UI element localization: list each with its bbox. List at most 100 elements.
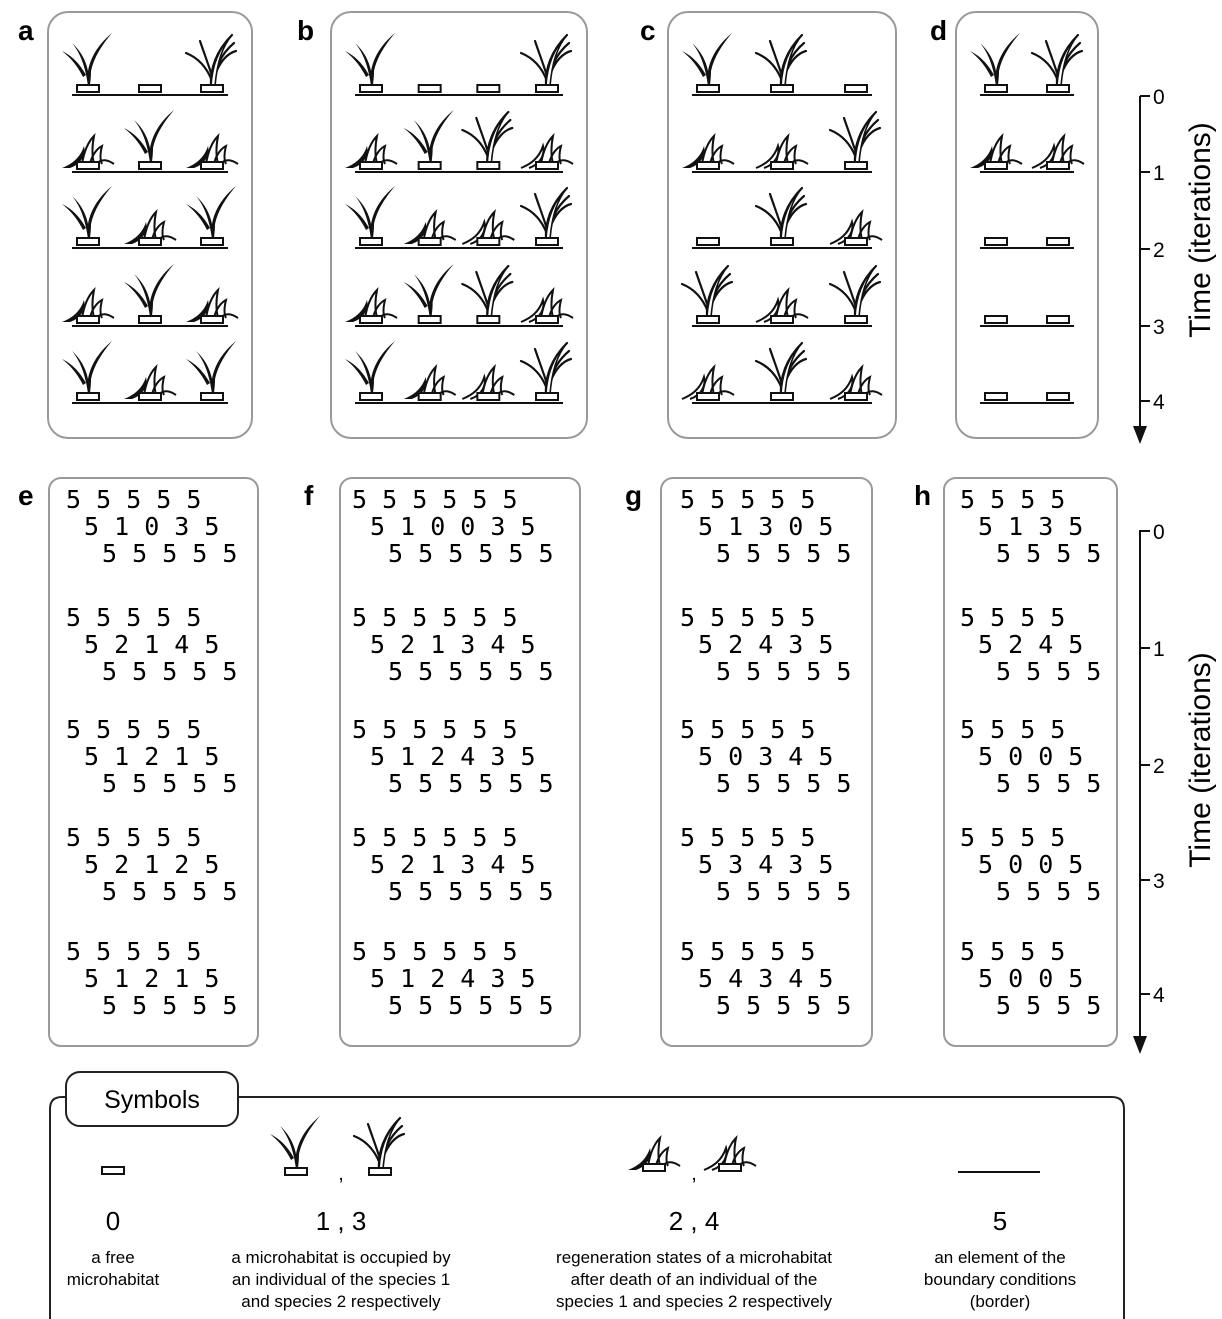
species-1-plant-icon	[270, 1116, 320, 1175]
legend-description: an element of the	[934, 1248, 1065, 1267]
state-row-bot: 5 5 5 5 5	[102, 769, 237, 798]
state-row-mid: 5 1 2 4 3 5	[370, 964, 536, 993]
state-row-bot: 5 5 5 5 5	[716, 769, 851, 798]
free-microhabitat-icon	[477, 85, 499, 92]
time-tick-label: 0	[1153, 86, 1165, 109]
state-row-mid: 5 1 3 0 5	[698, 512, 833, 541]
legend-description: and species 2 respectively	[241, 1292, 441, 1311]
free-microhabitat-icon	[1047, 393, 1069, 400]
state-row-top: 5 5 5 5	[960, 937, 1065, 966]
time-tick-label: 3	[1153, 316, 1165, 339]
symbols-legend: Symbols , , 0a freemicrohabitat1 , 3a mi…	[50, 1072, 1124, 1319]
free-microhabitat-icon	[1047, 238, 1069, 245]
state-row-bot: 5 5 5 5 5	[102, 539, 237, 568]
state-row-top: 5 5 5 5	[960, 485, 1065, 514]
state-row-top: 5 5 5 5 5	[66, 715, 201, 744]
time-tick-label: 4	[1153, 984, 1165, 1007]
state-row-mid: 5 1 2 4 3 5	[370, 742, 536, 771]
state-row-top: 5 5 5 5 5 5	[352, 823, 518, 852]
state-row-top: 5 5 5 5 5 5	[352, 715, 518, 744]
state-row-bot: 5 5 5 5 5 5	[388, 991, 554, 1020]
legend-description: microhabitat	[67, 1270, 160, 1289]
state-row-top: 5 5 5 5 5	[66, 603, 201, 632]
plant-panel-d: d	[930, 12, 1098, 438]
state-row-top: 5 5 5 5 5	[680, 715, 815, 744]
legend-title: Symbols	[104, 1086, 200, 1114]
state-row-bot: 5 5 5 5	[996, 769, 1101, 798]
time-axis-label: Time (iterations)	[1184, 122, 1217, 338]
plant-panel-a: a	[18, 12, 252, 438]
state-row-mid: 5 2 1 4 5	[84, 630, 219, 659]
state-row-mid: 5 2 4 5	[978, 630, 1083, 659]
plant-panel-c: c	[640, 12, 896, 438]
species-2-regeneration-icon	[704, 1138, 756, 1171]
panel-label: g	[625, 480, 642, 511]
state-row-mid: 5 3 4 3 5	[698, 850, 833, 879]
state-row-bot: 5 5 5 5	[996, 991, 1101, 1020]
free-microhabitat-icon	[985, 238, 1007, 245]
state-row-top: 5 5 5 5	[960, 823, 1065, 852]
legend-description: a free	[91, 1248, 134, 1267]
legend-description: a microhabitat is occupied by	[231, 1248, 451, 1267]
state-row-bot: 5 5 5 5 5 5	[388, 877, 554, 906]
state-row-bot: 5 5 5 5	[996, 877, 1101, 906]
state-row-mid: 5 0 0 5	[978, 850, 1083, 879]
state-row-top: 5 5 5 5 5 5	[352, 485, 518, 514]
state-row-top: 5 5 5 5	[960, 715, 1065, 744]
legend-description: boundary conditions	[924, 1270, 1076, 1289]
free-microhabitat-icon	[419, 85, 441, 92]
state-row-mid: 5 4 3 4 5	[698, 964, 833, 993]
state-row-mid: 5 0 0 5	[978, 742, 1083, 771]
panel-label: a	[18, 15, 34, 46]
number-panel-h: h5 5 5 55 1 3 55 5 5 55 5 5 55 2 4 55 5 …	[914, 478, 1117, 1046]
state-row-bot: 5 5 5 5 5 5	[388, 657, 554, 686]
species-1-regeneration-icon	[628, 1138, 680, 1171]
panel-label: h	[914, 480, 931, 511]
state-row-bot: 5 5 5 5 5	[716, 539, 851, 568]
state-row-mid: 5 1 2 1 5	[84, 742, 219, 771]
free-microhabitat-icon	[845, 85, 867, 92]
panel-label: d	[930, 15, 947, 46]
legend-code: 1 , 3	[316, 1206, 367, 1236]
state-row-bot: 5 5 5 5 5	[716, 991, 851, 1020]
state-row-bot: 5 5 5 5 5 5	[388, 539, 554, 568]
legend-description: (border)	[970, 1292, 1030, 1311]
free-microhabitat-icon	[1047, 316, 1069, 323]
state-row-top: 5 5 5 5 5	[680, 485, 815, 514]
state-row-top: 5 5 5 5 5	[66, 937, 201, 966]
legend-separator: ,	[691, 1163, 697, 1185]
state-row-mid: 5 2 1 3 4 5	[370, 630, 536, 659]
state-row-mid: 5 2 1 2 5	[84, 850, 219, 879]
species-2-plant-icon	[354, 1118, 404, 1175]
state-row-bot: 5 5 5 5 5	[716, 657, 851, 686]
time-tick-label: 2	[1153, 239, 1165, 262]
state-row-top: 5 5 5 5 5	[680, 823, 815, 852]
state-row-bot: 5 5 5 5 5	[102, 991, 237, 1020]
number-panels: e5 5 5 5 55 1 0 3 55 5 5 5 55 5 5 5 55 2…	[18, 478, 1117, 1046]
state-row-top: 5 5 5 5 5	[680, 937, 815, 966]
free-microhabitat-icon	[697, 238, 719, 245]
free-microhabitat-icon	[985, 316, 1007, 323]
state-row-mid: 5 2 1 3 4 5	[370, 850, 536, 879]
time-tick-label: 2	[1153, 755, 1165, 778]
state-row-bot: 5 5 5 5	[996, 657, 1101, 686]
free-microhabitat-icon	[985, 393, 1007, 400]
free-microhabitat-icon	[102, 1167, 124, 1174]
panel-label: b	[297, 15, 314, 46]
time-tick-label: 3	[1153, 870, 1165, 893]
arrow-down-icon	[1133, 1036, 1147, 1054]
state-row-top: 5 5 5 5 5 5	[352, 937, 518, 966]
plant-panels: a b c d	[18, 12, 1098, 438]
free-microhabitat-icon	[139, 85, 161, 92]
legend-description: after death of an individual of the	[571, 1270, 818, 1289]
legend-description: an individual of the species 1	[232, 1270, 450, 1289]
state-row-mid: 5 1 2 1 5	[84, 964, 219, 993]
state-row-bot: 5 5 5 5	[996, 539, 1101, 568]
time-tick-label: 1	[1153, 162, 1165, 185]
legend-description: regeneration states of a microhabitat	[556, 1248, 832, 1267]
state-row-mid: 5 1 0 0 3 5	[370, 512, 536, 541]
time-tick-label: 4	[1153, 391, 1165, 414]
